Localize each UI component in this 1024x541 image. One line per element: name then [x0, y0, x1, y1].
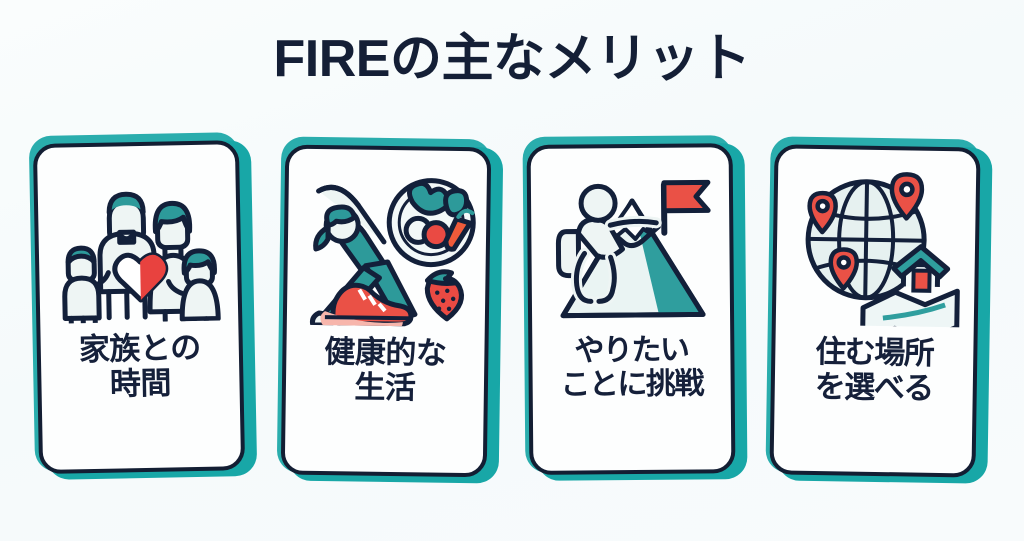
card-body[interactable]: 住む場所 を選べる [769, 144, 981, 478]
card-body[interactable]: 健康的な 生活 [280, 144, 492, 478]
globe-home-icon [776, 148, 977, 337]
card-label: やりたい ことに挑戦 [532, 333, 731, 402]
card-label-rest: との [139, 329, 201, 367]
card-body[interactable]: 家族との 時間 [32, 140, 246, 475]
card-label-line2: 生活 [354, 369, 416, 406]
benefit-card-choose-location[interactable]: 住む場所 を選べる [765, 136, 993, 484]
card-label-line1: やりたい [574, 333, 689, 368]
card-label: 健康的な 生活 [286, 334, 485, 407]
benefit-card-challenge[interactable]: やりたい ことに挑戦 [522, 135, 748, 481]
mountain-climb-icon [531, 147, 731, 335]
card-label-line1: 住む場所 [815, 334, 934, 371]
benefit-card-healthy-life[interactable]: 健康的な 生活 [276, 136, 504, 484]
benefit-card-row: 家族との 時間 [0, 132, 1024, 492]
card-label-line1: 健康的な [324, 334, 447, 371]
card-label-highlight: 家族 [78, 331, 141, 368]
card-label-line2: ことに挑戦 [560, 367, 704, 402]
card-body[interactable]: やりたい ことに挑戦 [526, 143, 736, 475]
family-icon [37, 144, 239, 334]
card-label-line2: を選べる [814, 368, 934, 406]
card-label-line2: 時間 [109, 365, 172, 402]
card-label: 家族との 時間 [40, 330, 239, 403]
card-label: 住む場所 を選べる [775, 334, 974, 407]
page-title: FIREの主なメリット [273, 30, 751, 88]
healthy-lifestyle-icon [287, 149, 488, 338]
benefit-card-family-time[interactable]: 家族との 時間 [28, 132, 258, 480]
